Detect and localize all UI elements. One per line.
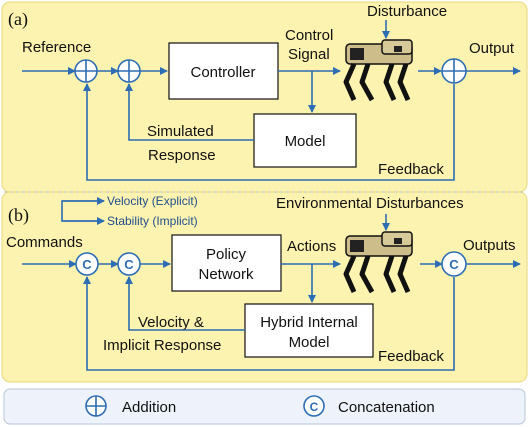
- svg-text:C: C: [449, 257, 459, 272]
- addition-node-1: [74, 59, 98, 83]
- him-label-1: Hybrid Internal: [260, 314, 358, 331]
- svg-text:C: C: [310, 400, 319, 414]
- policy-network-label-2: Network: [198, 266, 254, 283]
- feedback-label-b: Feedback: [378, 348, 444, 365]
- concat-node-1: C: [75, 252, 99, 276]
- controller-label: Controller: [190, 64, 255, 81]
- concatenation-legend-icon: C: [303, 395, 325, 417]
- concat-node-2: C: [117, 252, 141, 276]
- output-label: Output: [469, 40, 515, 57]
- hybrid-internal-model-block: [244, 303, 374, 358]
- model-label: Model: [285, 133, 326, 150]
- feedback-path-a: [83, 83, 455, 181]
- commands-label: Commands: [6, 234, 83, 251]
- addition-node-2: [117, 59, 141, 83]
- env-disturbances-label: Environmental Disturbances: [276, 195, 464, 212]
- simulated-response-label-2: Response: [148, 147, 216, 164]
- model-block: [253, 113, 357, 168]
- outputs-label: Outputs: [463, 237, 516, 254]
- robot-icon-a: [343, 39, 413, 102]
- addition-node-3: [441, 58, 467, 84]
- velocity-explicit-label: Velocity (Explicit): [107, 194, 198, 208]
- svg-text:C: C: [124, 257, 134, 272]
- feedback-path-b: [83, 276, 455, 371]
- policy-network-block: [171, 234, 282, 292]
- policy-network-label-1: Policy: [206, 246, 247, 263]
- svg-text:C: C: [82, 257, 92, 272]
- panel-b-tag: (b): [8, 205, 29, 226]
- disturbance-label: Disturbance: [367, 3, 447, 20]
- legend-concatenation-label: Concatenation: [338, 399, 435, 416]
- control-signal-label-1: Control: [285, 27, 333, 44]
- actions-label: Actions: [287, 238, 336, 255]
- model-feedback-path: [125, 83, 254, 141]
- velocity-response-label-1: Velocity &: [138, 314, 204, 331]
- addition-legend-icon: [85, 395, 107, 417]
- simulated-response-label-1: Simulated: [147, 123, 214, 140]
- reference-label: Reference: [22, 39, 91, 56]
- control-signal-label-2: Signal: [288, 46, 330, 63]
- concat-node-3: C: [441, 251, 467, 277]
- stability-implicit-label: Stability (Implicit): [107, 214, 198, 228]
- panel-a-tag: (a): [8, 9, 28, 30]
- robot-icon-b: [343, 231, 413, 294]
- controller-block: [168, 42, 279, 100]
- legend-box: [3, 388, 526, 425]
- legend-addition-label: Addition: [122, 399, 176, 416]
- him-feedback-path: [125, 276, 245, 331]
- velocity-response-label-2: Implicit Response: [103, 337, 221, 354]
- him-label-2: Model: [289, 334, 330, 351]
- feedback-label-a: Feedback: [378, 161, 444, 178]
